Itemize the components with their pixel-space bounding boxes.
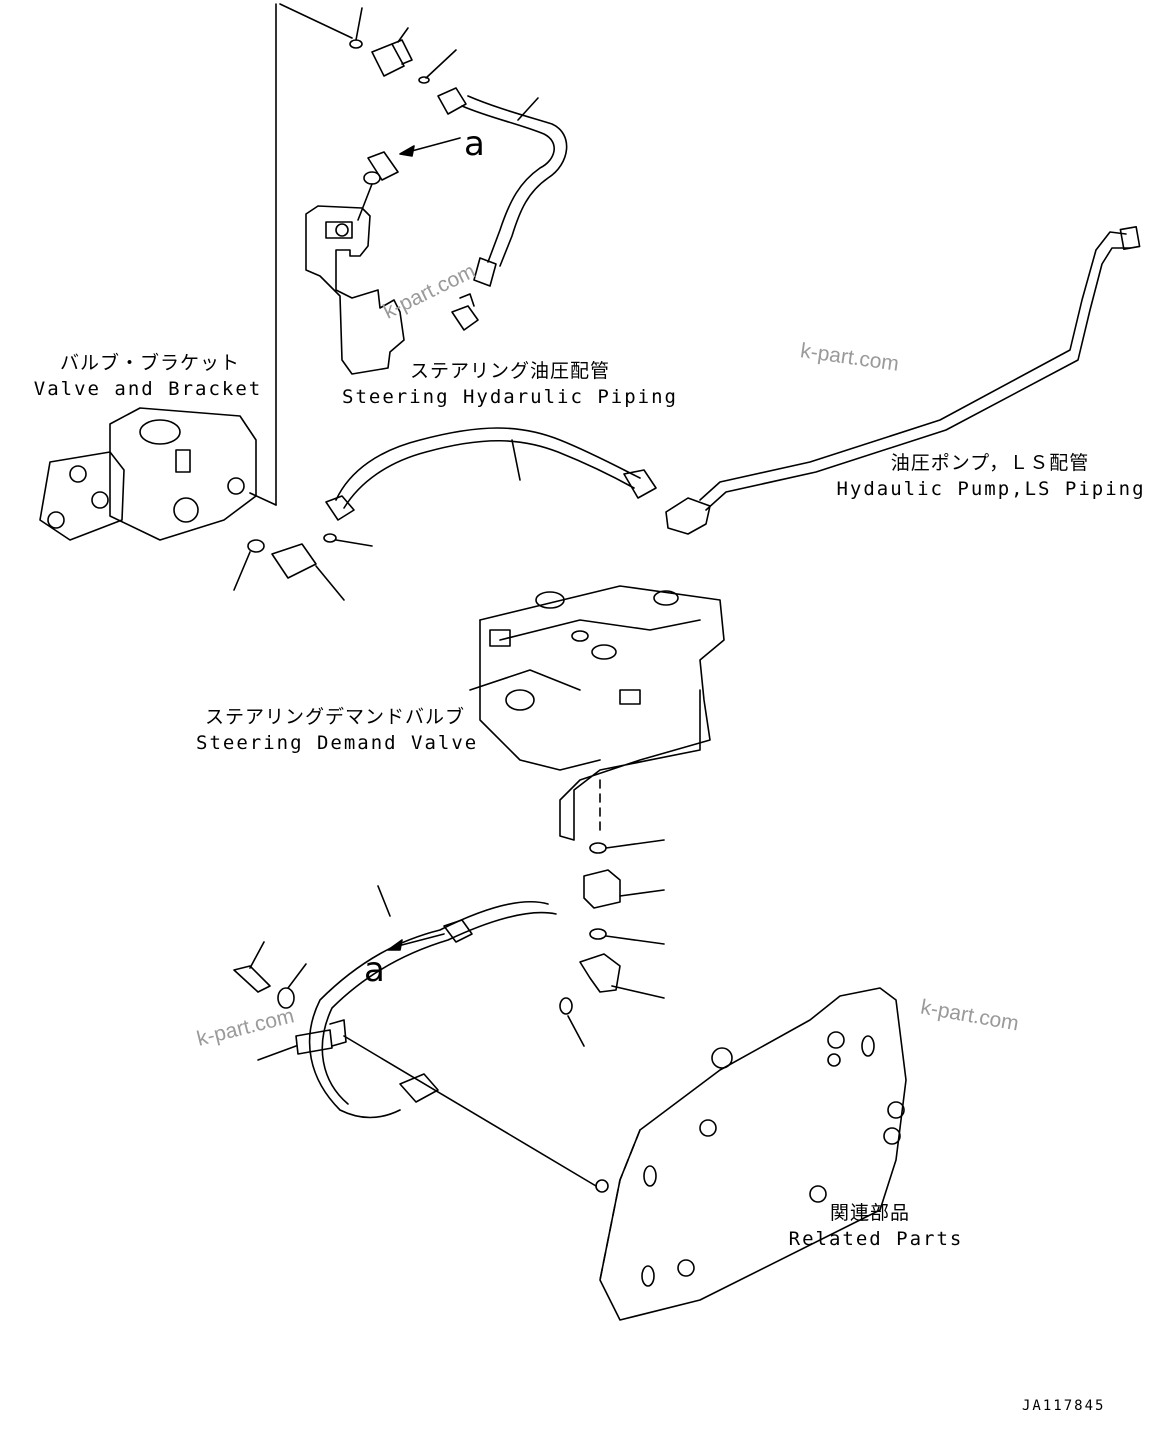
valve-bracket-label-jp: バルブ・ブラケット [59, 352, 240, 374]
demand-valve-label-jp: ステアリングデマンドバルブ [204, 706, 465, 728]
pump-ls-label-jp: 油圧ポンプ，ＬＳ配管 [890, 452, 1090, 474]
related-parts-plate [595, 987, 907, 1321]
bottom-hose [308, 885, 557, 1119]
callout-a-top: a [464, 124, 485, 164]
pump-ls-label-en: Hydaulic Pump,LS Piping [836, 478, 1146, 500]
l-fitting-small [451, 293, 479, 331]
valve-bracket-label-en: Valve and Bracket [33, 378, 263, 400]
dashed-outline [599, 1129, 641, 1281]
callout-a-bottom: a [364, 950, 385, 990]
valve-bottom-fittings [579, 839, 665, 999]
valve-bracket-assembly [39, 407, 257, 541]
bracket-shape [305, 205, 405, 375]
bolt-washer [233, 941, 307, 1009]
steering-demand-valve [469, 585, 725, 841]
top-fittings [349, 7, 457, 84]
arrow-a-top [399, 137, 461, 157]
top-hose [437, 87, 568, 287]
arrow-a-bottom [387, 933, 445, 951]
elbow-fitting-top [357, 151, 399, 221]
leader-line [343, 1035, 597, 1187]
demand-valve-label-en: Steering Demand Valve [196, 732, 479, 754]
divider-line [249, 3, 353, 506]
valve-fittings [233, 533, 373, 601]
steering-piping-label-en: Steering Hydarulic Piping [342, 386, 678, 408]
clamp [257, 1019, 347, 1061]
related-parts-label-jp: 関連部品 [829, 1202, 910, 1224]
ls-pipe [665, 225, 1141, 535]
lower-o-ring [559, 997, 585, 1047]
drawing-code: JA117845 [1022, 1398, 1106, 1414]
middle-hose [325, 427, 657, 521]
steering-piping-label-jp: ステアリング油圧配管 [409, 360, 610, 382]
related-parts-label-en: Related Parts [788, 1228, 964, 1250]
